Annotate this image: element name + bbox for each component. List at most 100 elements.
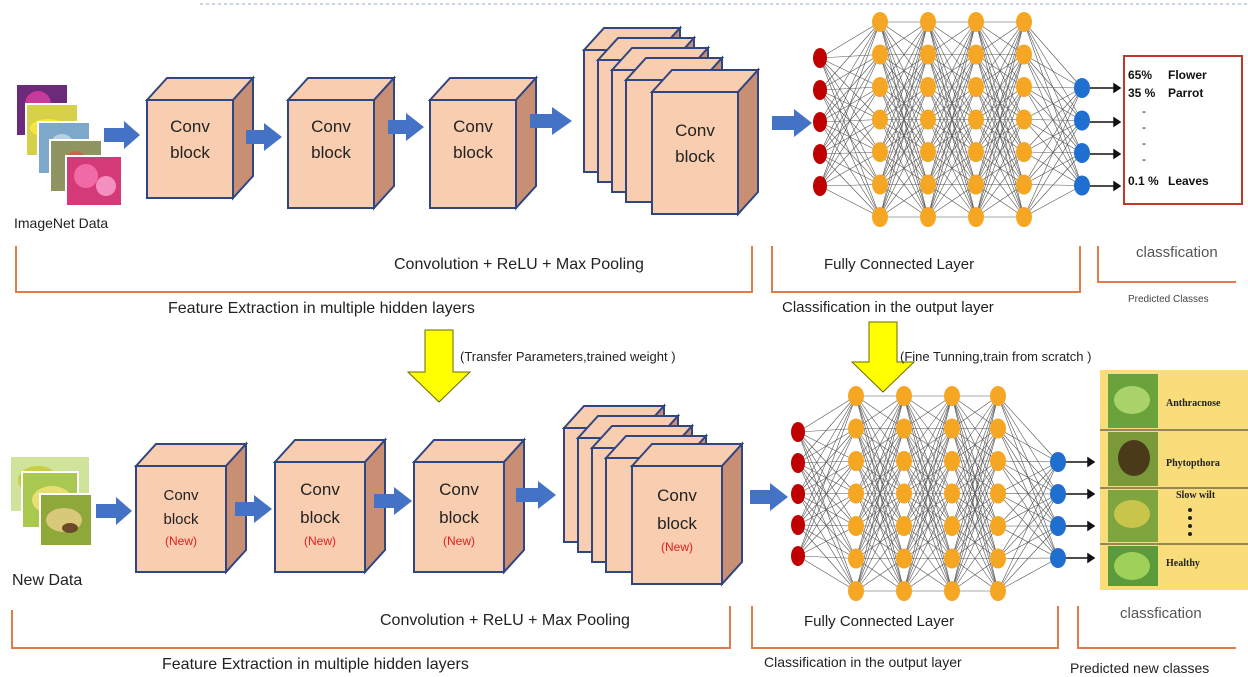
network-connection (903, 395, 953, 429)
network-connection (879, 54, 929, 218)
network-connection (927, 21, 977, 88)
ellipsis-dash: - (1142, 120, 1146, 134)
network-connection (819, 21, 881, 59)
network-connection (975, 21, 1025, 185)
fully-connected-network-bottom (791, 386, 1066, 601)
network-connection (819, 54, 881, 187)
network-connection (855, 460, 905, 592)
network-connection (903, 460, 953, 592)
network-connection (1023, 120, 1083, 218)
prediction-row: 65%Flower (1128, 68, 1207, 82)
network-connection (1023, 87, 1083, 218)
network-connection (975, 21, 1025, 55)
hidden-neuron (944, 418, 960, 439)
input-neuron (813, 176, 827, 196)
hidden-neuron (944, 483, 960, 504)
network-connection (1023, 86, 1083, 89)
conv-block-1 (144, 75, 256, 201)
predicted-caption-top: Predicted Classes (1128, 294, 1209, 305)
flow-arrows-top (104, 107, 812, 151)
network-connection (879, 119, 929, 218)
hidden-neuron (968, 77, 984, 97)
network-connection (797, 493, 857, 527)
hidden-neuron (848, 483, 864, 504)
network-connection (855, 395, 905, 559)
conv-block-2 (285, 75, 397, 211)
network-connection (903, 395, 953, 527)
hidden-neuron (896, 451, 912, 471)
ellipsis-dash: - (1142, 152, 1146, 166)
network-connection (975, 54, 1025, 218)
input-neuron (813, 144, 827, 164)
network-connection (1023, 87, 1083, 185)
hidden-neuron (968, 207, 984, 227)
conv-block-stack-label: Conv block (675, 121, 715, 166)
top-output-panel (1123, 55, 1243, 205)
brackets-bottom (11, 606, 1236, 649)
network-connection (879, 86, 929, 218)
network-connection (879, 21, 929, 120)
network-connection (997, 525, 1059, 592)
hidden-neuron (920, 77, 936, 97)
transfer-arrows (406, 321, 916, 403)
input-neuron (791, 453, 805, 473)
network-connection (903, 493, 953, 592)
network-connection (797, 462, 857, 527)
hidden-neuron (848, 581, 864, 601)
network-connection (797, 428, 857, 557)
network-connection (797, 524, 857, 527)
network-connection (951, 428, 999, 592)
output-neuron (1074, 78, 1090, 98)
network-connection (903, 428, 953, 592)
prediction-row: 35 %Parrot (1128, 86, 1204, 100)
network-connection (819, 119, 881, 187)
network-connection (797, 462, 857, 592)
hidden-neuron (896, 516, 912, 536)
hidden-neuron (848, 516, 864, 536)
hidden-neuron (872, 44, 888, 65)
network-connection (797, 460, 857, 464)
hidden-neuron (968, 44, 984, 65)
network-connection (819, 151, 881, 187)
network-connection (797, 431, 857, 559)
network-connection (797, 431, 857, 494)
hidden-neuron (848, 386, 864, 406)
network-connection (797, 395, 857, 526)
conv-caption-bottom: Convolution + ReLU + Max Pooling (380, 612, 630, 629)
network-connection (797, 428, 857, 433)
conv-block-stack (581, 25, 761, 217)
network-connection (997, 395, 1059, 463)
network-connection (797, 395, 857, 495)
network-connection (879, 21, 929, 55)
hidden-neuron (944, 548, 960, 569)
feature-caption-bottom: Feature Extraction in multiple hidden la… (162, 656, 469, 673)
input-neuron (791, 546, 805, 566)
network-connection (797, 524, 857, 559)
network-connection (951, 493, 999, 592)
flow-arrows-bottom (96, 481, 788, 525)
network-connection (797, 428, 857, 464)
ellipsis-dash: - (1142, 104, 1146, 118)
conv-block-3-label: Conv block (453, 117, 493, 162)
network-connection (903, 525, 953, 592)
network-connection (951, 525, 999, 592)
imagenet-data-label: ImageNet Data (14, 215, 109, 231)
network-connection (879, 184, 929, 218)
class-anthracnose: Anthracnose (1166, 398, 1221, 409)
fully-connected-network-top (813, 12, 1090, 227)
output-neuron (1050, 484, 1066, 504)
conv-block-1-label: Conv block (170, 117, 210, 162)
hidden-neuron (920, 207, 936, 227)
new-data-label: New Data (12, 572, 83, 589)
network-connection (1023, 185, 1083, 218)
network-connection (951, 395, 999, 429)
network-connection (975, 21, 1025, 88)
feature-caption-top: Feature Extraction in multiple hidden la… (168, 300, 475, 317)
class-caption-bottom: classfication (1120, 605, 1202, 622)
network-connection (879, 21, 929, 153)
network-connection (903, 395, 953, 494)
network-connection (1023, 21, 1083, 89)
network-connection (879, 21, 929, 88)
